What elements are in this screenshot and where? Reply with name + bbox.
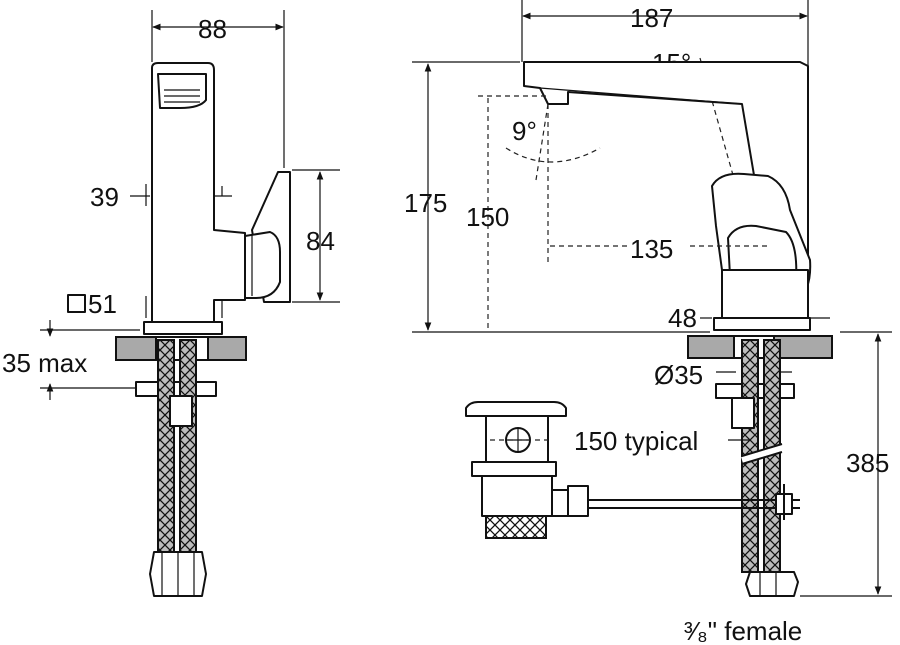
deck-thickness-label: 35 max — [2, 348, 87, 378]
overall-length-label: 187 — [630, 3, 673, 33]
base-square-label: 51 — [88, 289, 117, 319]
spout-tilt-label: 9° — [512, 116, 537, 146]
base-height-label: 48 — [668, 303, 697, 333]
side-view: 88 39 84 51 35 max — [2, 10, 340, 597]
waste-spacing-label: 150 typical — [574, 426, 698, 456]
side-width-label: 88 — [198, 14, 227, 44]
lever-height-label: 39 — [90, 182, 119, 212]
hose-length-label: 385 — [846, 448, 889, 478]
outlet-height-label: 150 — [466, 202, 509, 232]
lever-length-label: 84 — [306, 226, 335, 256]
front-view: 187 15° 9° 175 150 135 48 — [404, 0, 892, 645]
square-symbol — [67, 294, 86, 313]
overall-height-label: 175 — [404, 188, 447, 218]
shank-diameter-label: Ø35 — [654, 360, 703, 390]
connection-label: ³⁄₈" female — [684, 616, 802, 645]
projection-label: 135 — [630, 234, 673, 264]
